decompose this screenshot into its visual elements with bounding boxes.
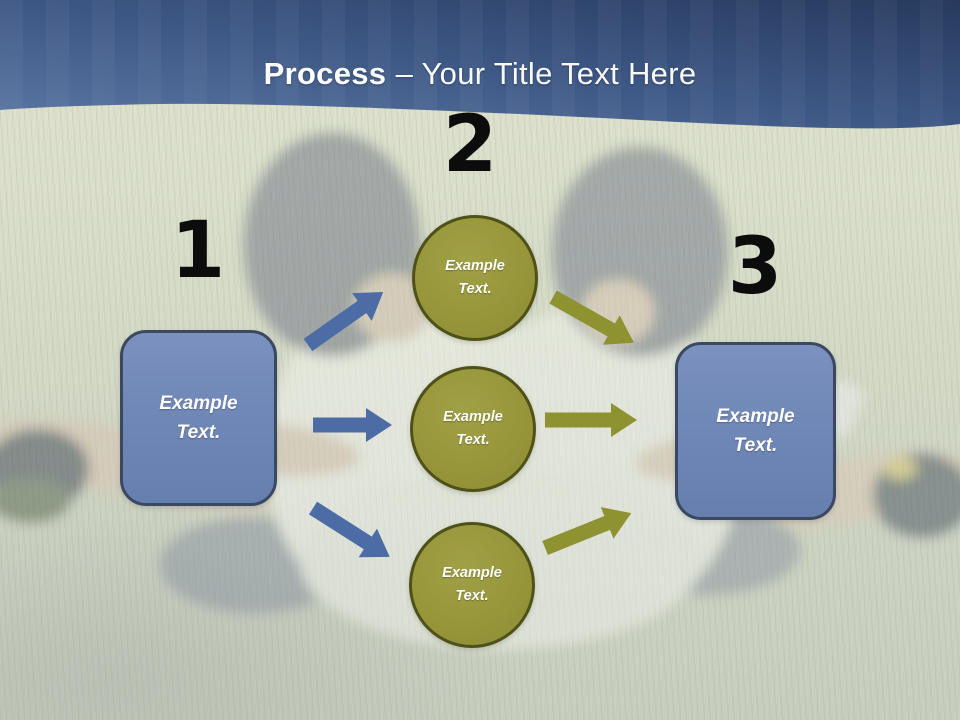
step-number-3[interactable]: 3 <box>727 222 783 312</box>
process-circle-bottom[interactable]: Example Text. <box>409 522 535 648</box>
title-text-bold: Process <box>263 56 387 91</box>
process-box-left[interactable]: Example Text. <box>120 330 277 506</box>
process-circle-bottom-label: Example Text. <box>442 564 502 604</box>
step-number-2[interactable]: 2 <box>442 100 498 190</box>
title-text-rest: – Your Title Text Here <box>395 56 697 91</box>
arrow-olive-from-middle-circle <box>545 403 637 437</box>
step-number-1[interactable]: 1 <box>170 206 226 296</box>
process-circle-top-label: Example Text. <box>445 257 505 297</box>
process-circle-top[interactable]: Example Text. <box>412 215 538 341</box>
arrow-blue-to-top-circle <box>303 291 384 352</box>
header-band <box>0 0 960 129</box>
process-box-right[interactable]: Example Text. <box>675 342 836 520</box>
process-circle-middle[interactable]: Example Text. <box>410 366 536 492</box>
process-box-right-label: Example Text. <box>716 405 795 456</box>
slide-title[interactable]: Process– Your Title Text Here <box>0 56 960 92</box>
arrow-olive-from-bottom-circle <box>542 507 632 555</box>
arrow-olive-from-top-circle <box>549 290 634 345</box>
process-box-left-label: Example Text. <box>159 392 238 443</box>
arrow-blue-to-bottom-circle <box>308 501 390 558</box>
process-circle-middle-label: Example Text. <box>443 408 503 448</box>
arrow-blue-to-middle-circle <box>313 408 392 442</box>
